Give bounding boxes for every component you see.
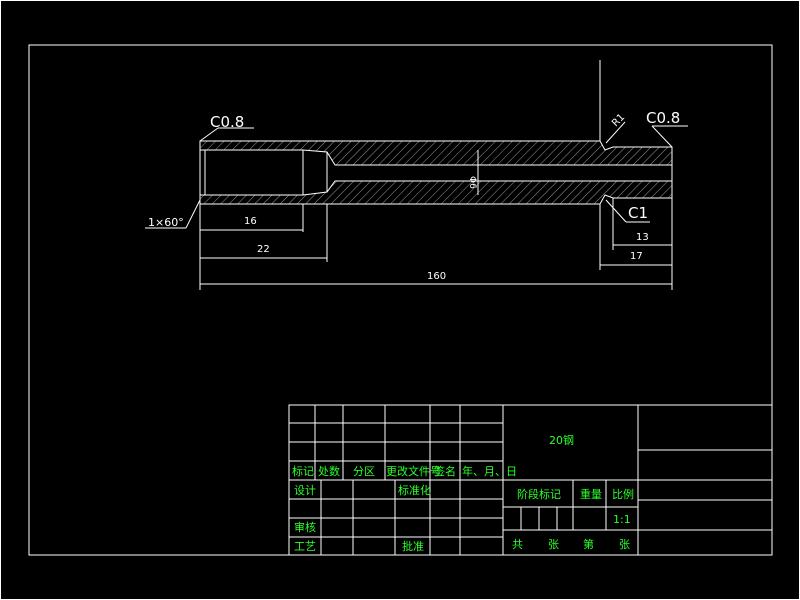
chamfer-right-label: C0.8	[646, 109, 680, 127]
chamfer-c1-label: C1	[628, 204, 648, 222]
hdr-count: 处数	[318, 465, 340, 478]
chamfer-left-label: C0.8	[210, 113, 244, 131]
hdr-mark: 标记	[292, 464, 314, 478]
sheet-no-label: 第	[583, 537, 594, 551]
total-label: 共	[512, 538, 523, 551]
hdr-sign: 签名	[434, 464, 456, 478]
radius-label: R1	[610, 112, 627, 129]
approve-label: 批准	[402, 539, 424, 553]
dim-16-label: 16	[244, 216, 257, 227]
bore-dim-label: Φ6	[467, 176, 477, 189]
dim-22-label: 22	[257, 244, 270, 255]
hdr-zone: 分区	[353, 465, 375, 478]
weight-label: 重量	[580, 487, 602, 501]
dim-13-label: 13	[636, 232, 649, 243]
dim-160-label: 160	[427, 271, 446, 282]
section-hatch-bottom	[200, 181, 672, 204]
dim-17-label: 17	[630, 251, 643, 262]
stage-mark-label: 阶段标记	[517, 487, 561, 501]
process-label: 工艺	[294, 540, 316, 553]
standardize-label: 标准化	[398, 483, 431, 497]
material-label: 20钢	[549, 434, 574, 447]
hdr-changedoc: 更改文件号	[386, 464, 441, 478]
title-block-grid	[288, 404, 773, 556]
sheet-unit-label: 张	[619, 538, 630, 551]
section-hatch-top	[200, 141, 672, 165]
dimension-lines	[145, 121, 688, 285]
hdr-date: 年、月、日	[462, 464, 517, 478]
design-label: 设计	[294, 484, 316, 497]
thread-callout-label: 1×60°	[148, 216, 184, 229]
scale-value: 1:1	[613, 513, 631, 526]
part-outline	[199, 60, 673, 290]
sheets-label: 张	[548, 538, 559, 551]
review-label: 审核	[294, 520, 316, 534]
scale-label: 比例	[612, 487, 634, 501]
